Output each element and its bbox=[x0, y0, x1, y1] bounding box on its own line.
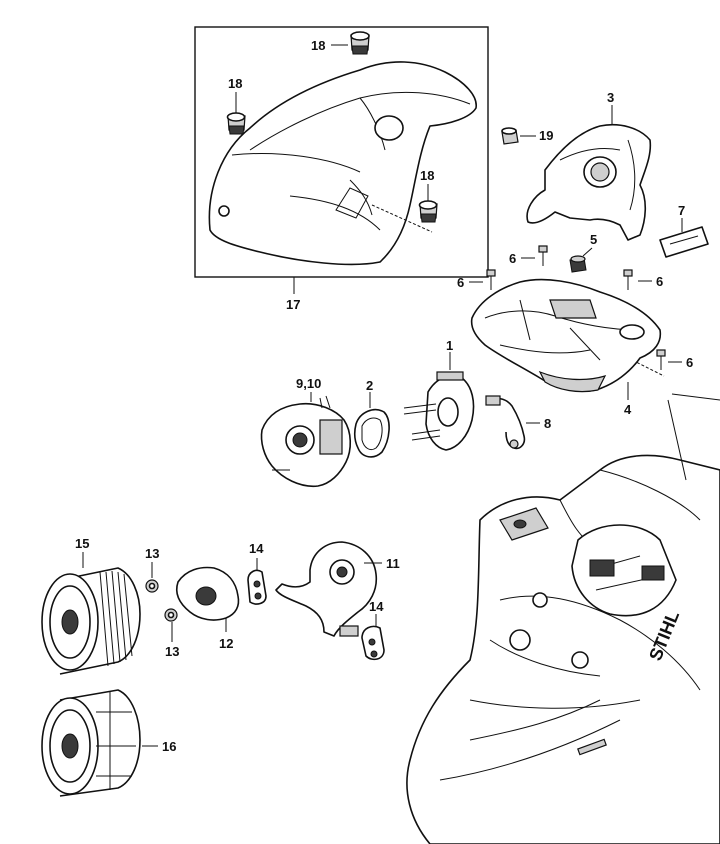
callout-18-right: 18 bbox=[420, 168, 434, 183]
callout-6-d: 6 bbox=[686, 355, 693, 370]
flywheel-16[interactable] bbox=[41, 689, 141, 797]
shroud-group bbox=[194, 26, 489, 294]
callout-9-10: 9,10 bbox=[296, 376, 321, 391]
shroud-opening bbox=[374, 115, 404, 141]
callout-12: 12 bbox=[219, 636, 233, 651]
flywheel-15[interactable] bbox=[41, 567, 141, 675]
manifold-part-1[interactable] bbox=[403, 371, 475, 451]
part-14-lower[interactable] bbox=[361, 625, 385, 661]
grommet-part-19[interactable] bbox=[501, 127, 519, 145]
callout-6-b: 6 bbox=[457, 275, 464, 290]
callout-7: 7 bbox=[678, 203, 685, 218]
plug-18-right[interactable] bbox=[418, 200, 438, 223]
engine-housing-part-4[interactable] bbox=[470, 278, 662, 393]
plug-18-top[interactable] bbox=[350, 31, 370, 55]
callout-17: 17 bbox=[286, 297, 300, 312]
callout-6-c: 6 bbox=[656, 274, 663, 289]
screw-6-b[interactable] bbox=[486, 269, 496, 290]
callout-4: 4 bbox=[624, 402, 632, 417]
plate-part-7[interactable] bbox=[659, 226, 709, 258]
callout-14-upper: 14 bbox=[249, 541, 264, 556]
shroud-part-17[interactable] bbox=[208, 61, 477, 266]
callout-16: 16 bbox=[162, 739, 176, 754]
plug-18-left[interactable] bbox=[226, 112, 246, 135]
callout-1: 1 bbox=[446, 338, 453, 353]
callout-14-lower: 14 bbox=[369, 599, 384, 614]
callout-13-lower: 13 bbox=[165, 644, 179, 659]
nut-13-lower[interactable] bbox=[164, 608, 178, 622]
chainsaw-overview: STIHL bbox=[406, 393, 720, 844]
callout-13-upper: 13 bbox=[145, 546, 159, 561]
callout-8: 8 bbox=[544, 416, 551, 431]
plug-part-5[interactable] bbox=[569, 255, 587, 273]
callout-6-a: 6 bbox=[509, 251, 516, 266]
engine-housing-group bbox=[470, 278, 662, 400]
carburetor-group bbox=[260, 352, 540, 488]
callout-5: 5 bbox=[590, 232, 597, 247]
shroud-frame bbox=[194, 26, 489, 278]
hose-part-8[interactable] bbox=[485, 395, 526, 450]
screw-6-d[interactable] bbox=[656, 349, 666, 370]
callout-18-left: 18 bbox=[228, 76, 242, 91]
callout-2: 2 bbox=[366, 378, 373, 393]
nut-13-upper[interactable] bbox=[145, 579, 159, 593]
callout-labels: 18 18 18 17 3 19 7 5 6 6 6 6 1 4 9,10 2 … bbox=[75, 38, 693, 754]
ignition-group bbox=[145, 541, 385, 661]
gasket-part-2[interactable] bbox=[353, 408, 390, 458]
callout-3: 3 bbox=[607, 90, 614, 105]
callout-11: 11 bbox=[386, 556, 400, 571]
callout-15: 15 bbox=[75, 536, 89, 551]
screw-6-a[interactable] bbox=[538, 245, 548, 266]
callout-18-top: 18 bbox=[311, 38, 325, 53]
part-14-upper[interactable] bbox=[247, 569, 267, 605]
housing-group bbox=[469, 105, 709, 377]
callout-19: 19 bbox=[539, 128, 553, 143]
part-11[interactable] bbox=[275, 541, 378, 637]
screw-6-c[interactable] bbox=[623, 269, 633, 290]
